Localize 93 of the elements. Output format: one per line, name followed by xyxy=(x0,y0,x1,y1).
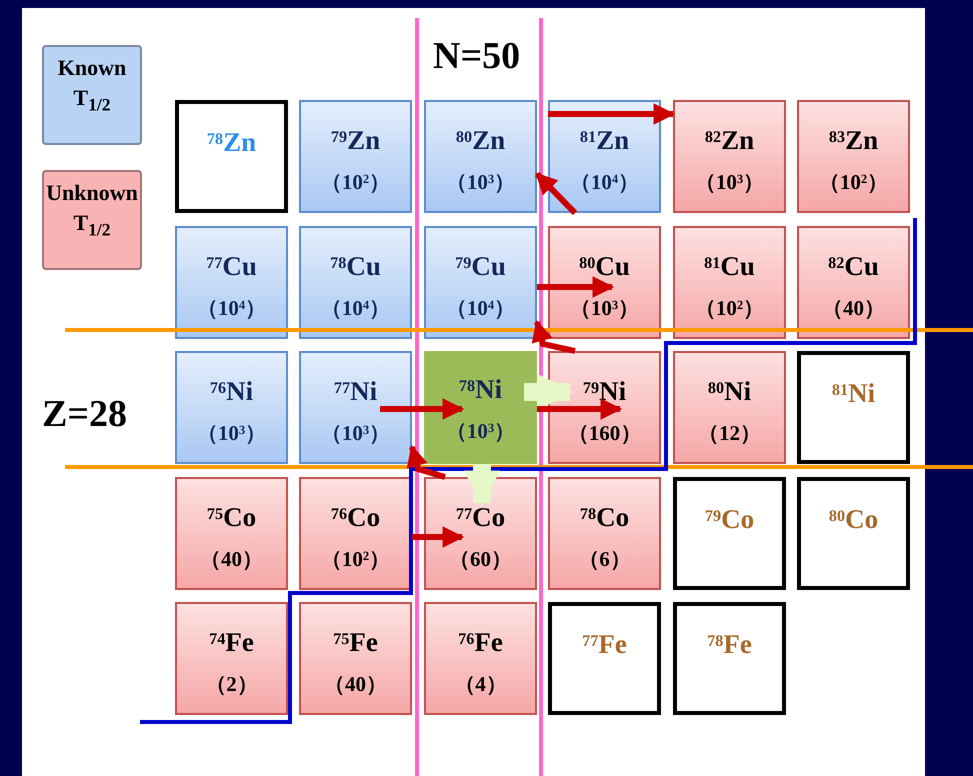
nuclide-cell xyxy=(673,477,786,590)
half-life-value: （10$^{2}$） xyxy=(320,170,392,194)
nuclide-cell xyxy=(424,351,537,464)
half-life-value: （10$^{2}$） xyxy=(320,547,392,571)
nuclide-cell xyxy=(175,477,288,590)
nuclide-cell xyxy=(424,100,537,213)
nuclide-cell xyxy=(797,351,910,464)
half-life-value: （10$^{4}$） xyxy=(320,296,392,320)
nuclide-symbol: $^{78}$Fe xyxy=(706,628,753,660)
arrow xyxy=(412,526,464,548)
nuclide-symbol: $^{81}$Cu xyxy=(703,250,756,282)
nuclide-symbol: $^{76}$Ni xyxy=(208,375,254,407)
nuclide-symbol: $^{75}$Co xyxy=(206,501,258,533)
nuclide-symbol: $^{74}$Fe xyxy=(208,626,255,658)
half-life-value: （40） xyxy=(199,547,264,571)
nuclide-symbol: $^{81}$Zn xyxy=(578,124,630,156)
nuclide-symbol: $^{79}$Co xyxy=(704,503,756,535)
nuclide-symbol: $^{80}$Co xyxy=(828,503,880,535)
legend-text: Known T$_{1/2}$ xyxy=(56,54,128,116)
nuclide-cell xyxy=(175,351,288,464)
half-life-value: （10$^{4}$） xyxy=(196,296,268,320)
half-life-value: （10$^{3}$） xyxy=(694,170,766,194)
legend-text: Unknown T$_{1/2}$ xyxy=(45,179,139,242)
nuclide-cell xyxy=(424,226,537,339)
nuclide-symbol: $^{79}$Cu xyxy=(454,250,507,282)
nuclide-cell xyxy=(299,477,412,590)
nuclide-symbol: $^{76}$Fe xyxy=(457,626,504,658)
nuclide-symbol: $^{79}$Zn xyxy=(330,124,382,156)
half-life-value: （12） xyxy=(697,421,762,445)
nuclide-symbol: $^{80}$Ni xyxy=(706,375,752,407)
nuclide-symbol: $^{82}$Cu xyxy=(827,250,880,282)
nuclide-cell xyxy=(673,351,786,464)
nuclide-symbol: $^{78}$Cu xyxy=(329,250,382,282)
half-life-value: （10$^{3}$） xyxy=(444,419,516,443)
arrow xyxy=(532,320,576,354)
arrow xyxy=(464,464,500,507)
half-life-value: （40） xyxy=(323,672,388,696)
nuclide-symbol: $^{77}$Cu xyxy=(205,250,258,282)
nuclide-cell xyxy=(548,602,661,715)
nuclide-symbol: $^{81}$Ni xyxy=(830,377,876,409)
nuclide-cell xyxy=(548,477,661,590)
nuclide-cell xyxy=(424,602,537,715)
half-life-value: （10$^{3}$） xyxy=(444,170,516,194)
nuclide-symbol: $^{83}$Zn xyxy=(828,124,880,156)
nuclide-symbol: $^{79}$Ni xyxy=(582,375,628,407)
arrow xyxy=(380,398,464,420)
nuclide-cell xyxy=(797,100,910,213)
nuclide-cell xyxy=(797,226,910,339)
nuclide-cell xyxy=(673,226,786,339)
arrow xyxy=(406,444,446,480)
half-life-value: （40） xyxy=(821,296,886,320)
nuclide-symbol: $^{78}$Co xyxy=(578,501,630,533)
arrow xyxy=(537,276,614,298)
axis-label: Z=28 xyxy=(42,392,127,436)
nuclide-symbol: $^{78}$Zn xyxy=(206,126,258,158)
nuclide-symbol: $^{75}$Fe xyxy=(332,626,379,658)
half-life-value: （10$^{3}$） xyxy=(568,296,640,320)
nuclide-symbol: $^{77}$Ni xyxy=(332,375,378,407)
half-life-value: （10$^{4}$） xyxy=(568,170,640,194)
nuclide-cell xyxy=(797,477,910,590)
nuclide-cell xyxy=(548,226,661,339)
half-life-value: （60） xyxy=(448,547,513,571)
half-life-value: （10$^{2}$） xyxy=(818,170,890,194)
nuclide-cell xyxy=(299,226,412,339)
arrow xyxy=(537,398,622,420)
nuclide-symbol: $^{78}$Ni xyxy=(458,373,504,405)
nuclide-symbol: $^{80}$Cu xyxy=(578,250,631,282)
half-life-value: （10$^{4}$） xyxy=(444,296,516,320)
nuclide-symbol: $^{82}$Zn xyxy=(704,124,756,156)
nuclide-cell xyxy=(175,100,288,213)
half-life-value: （10$^{2}$） xyxy=(694,296,766,320)
nuclide-cell xyxy=(299,100,412,213)
half-life-value: （2） xyxy=(204,672,259,696)
half-life-value: （4） xyxy=(453,672,508,696)
half-life-value: （10$^{3}$） xyxy=(196,421,268,445)
axis-label: N=50 xyxy=(433,34,520,78)
nuclide-cell xyxy=(673,100,786,213)
nuclide-cell xyxy=(299,602,412,715)
nuclide-cell xyxy=(548,100,661,213)
nuclide-symbol: $^{77}$Fe xyxy=(581,628,628,660)
nuclide-cell xyxy=(175,602,288,715)
nuclide-symbol: $^{80}$Zn xyxy=(454,124,506,156)
nuclide-cell xyxy=(548,351,661,464)
nuclide-cell xyxy=(673,602,786,715)
half-life-value: （6） xyxy=(577,547,632,571)
nuclide-cell xyxy=(424,477,537,590)
nuclide-cell xyxy=(299,351,412,464)
arrow xyxy=(548,103,676,125)
half-life-value: （10$^{3}$） xyxy=(320,421,392,445)
nuclide-symbol: $^{76}$Co xyxy=(330,501,382,533)
half-life-value: （160） xyxy=(566,421,642,445)
nuclide-cell xyxy=(175,226,288,339)
nuclide-symbol: $^{77}$Co xyxy=(454,501,506,533)
